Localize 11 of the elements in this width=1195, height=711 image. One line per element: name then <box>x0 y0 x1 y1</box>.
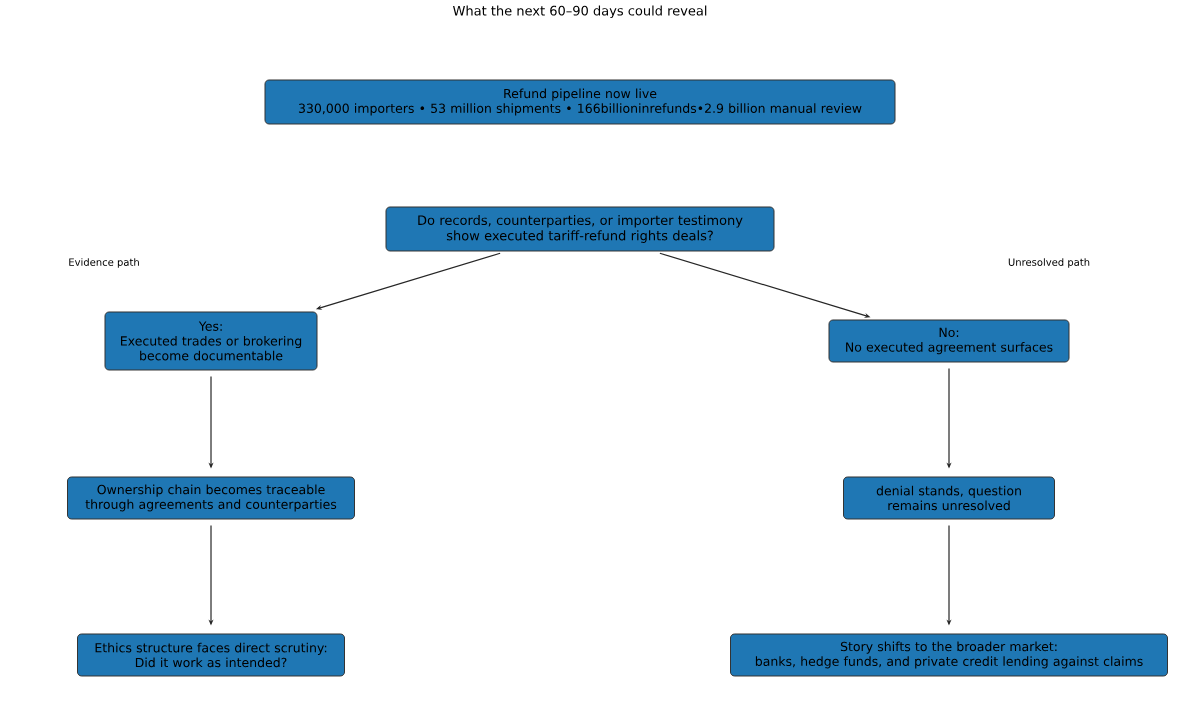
path-label: Unresolved path <box>1008 258 1090 268</box>
outcome-box: Refund pipeline now live 330,000 importers • 53 million shipments • 166billioninrefunds•2.9 billion manual review <box>264 79 896 125</box>
outcome-box: Story shifts to the broader market: banks, hedge funds, and private credit lending against claims <box>730 633 1168 677</box>
outcome-box: Ethics structure faces direct scrutiny: Did it work as intended? <box>77 633 345 677</box>
outcome-box: Ownership chain becomes traceable through agreements and counterparties <box>67 476 355 520</box>
outcome-box: No: No executed agreement surfaces <box>828 319 1070 363</box>
title: What the next 60–90 days could reveal <box>453 5 707 19</box>
outcome-box: Yes: Executed trades or brokering become documentable <box>104 311 318 371</box>
path-label: Evidence path <box>69 258 139 268</box>
outcome-box: denial stands, question remains unresolved <box>843 476 1055 520</box>
decision-box: Do records, counterparties, or importer testimony show executed tariff-refund rights deals? <box>385 206 775 252</box>
